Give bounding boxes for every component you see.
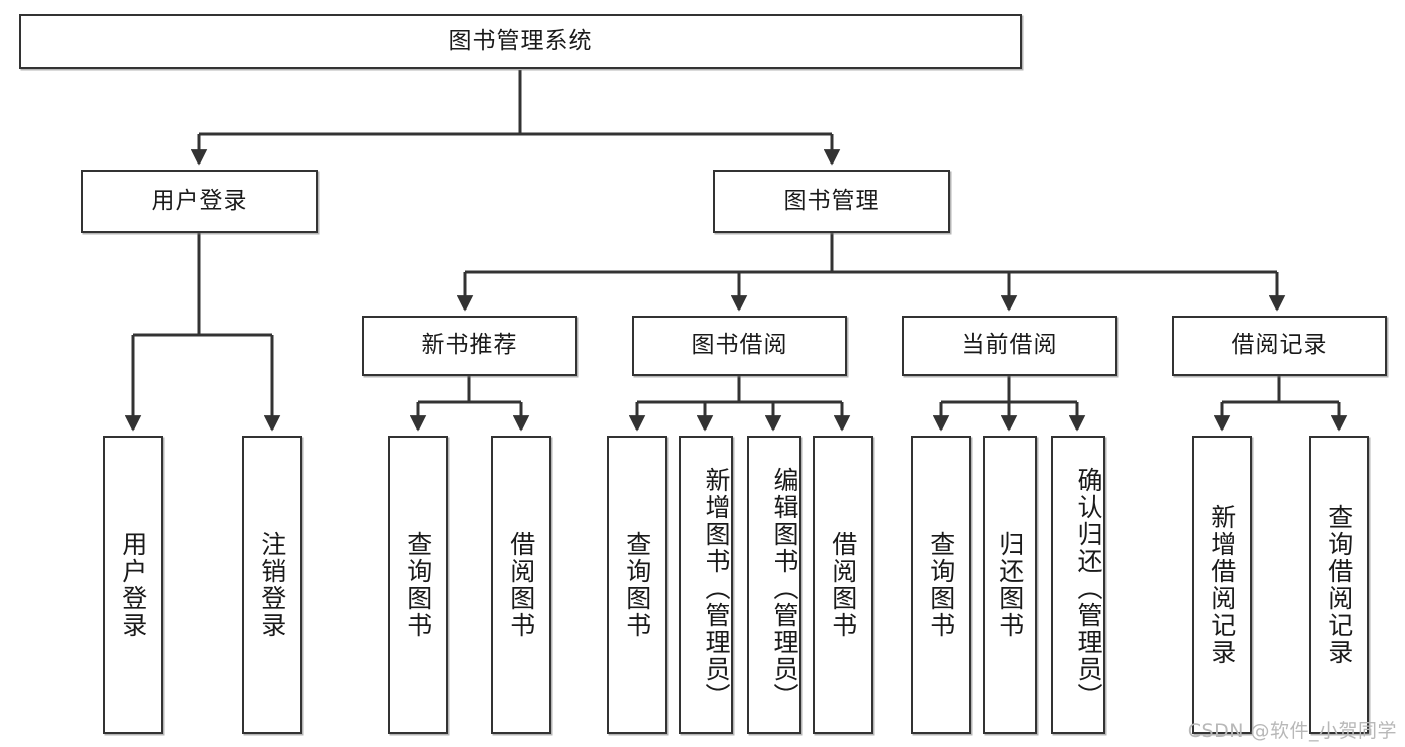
node-label: 归还图书 (995, 531, 1025, 639)
node-label: 新书推荐 (421, 332, 518, 359)
node-book-borrow[interactable]: 图书借阅 (632, 316, 847, 376)
node-user-login[interactable]: 用户登录 (81, 170, 318, 233)
leaf-borrow-book-newbook[interactable]: 借阅图书 (491, 436, 551, 734)
leaf-query-book-borrow[interactable]: 查询图书 (607, 436, 667, 734)
leaf-edit-book-admin[interactable]: 编辑图书（管理员） (747, 436, 801, 734)
leaf-logout[interactable]: 注销登录 (242, 436, 302, 734)
node-label: 查询图书 (926, 531, 956, 639)
node-label: 新增借阅记录 (1207, 504, 1237, 666)
node-label: 借阅记录 (1231, 332, 1328, 359)
node-label: 注销登录 (257, 531, 287, 639)
node-label: 当前借阅 (961, 332, 1058, 359)
node-label: 查询借阅记录 (1324, 504, 1354, 666)
node-label: 图书借阅 (691, 332, 788, 359)
node-label: 借阅图书 (506, 531, 536, 639)
node-label: 确认归还（管理员） (1074, 466, 1103, 710)
node-label: 编辑图书（管理员） (770, 466, 799, 710)
node-label: 查询图书 (622, 531, 652, 639)
node-label: 查询图书 (403, 531, 433, 639)
leaf-query-book-newbook[interactable]: 查询图书 (388, 436, 448, 734)
leaf-confirm-return-admin[interactable]: 确认归还（管理员） (1051, 436, 1105, 734)
node-label: 图书管理系统 (448, 27, 593, 54)
node-label: 图书管理 (783, 187, 880, 214)
node-new-book-recommend[interactable]: 新书推荐 (362, 316, 577, 376)
leaf-query-book-current[interactable]: 查询图书 (911, 436, 971, 734)
leaf-return-book[interactable]: 归还图书 (983, 436, 1037, 734)
leaf-add-book-admin[interactable]: 新增图书（管理员） (679, 436, 733, 734)
node-book-management[interactable]: 图书管理 (713, 170, 950, 233)
leaf-query-borrow-record[interactable]: 查询借阅记录 (1309, 436, 1369, 734)
node-borrow-record[interactable]: 借阅记录 (1172, 316, 1387, 376)
leaf-borrow-book-borrow[interactable]: 借阅图书 (813, 436, 873, 734)
leaf-add-borrow-record[interactable]: 新增借阅记录 (1192, 436, 1252, 734)
node-label: 用户登录 (151, 187, 248, 214)
node-label: 新增图书（管理员） (702, 466, 731, 710)
node-root-book-management-system[interactable]: 图书管理系统 (19, 14, 1022, 69)
node-current-borrow[interactable]: 当前借阅 (902, 316, 1117, 376)
node-label: 借阅图书 (828, 531, 858, 639)
leaf-user-login[interactable]: 用户登录 (103, 436, 163, 734)
node-label: 用户登录 (118, 531, 148, 639)
